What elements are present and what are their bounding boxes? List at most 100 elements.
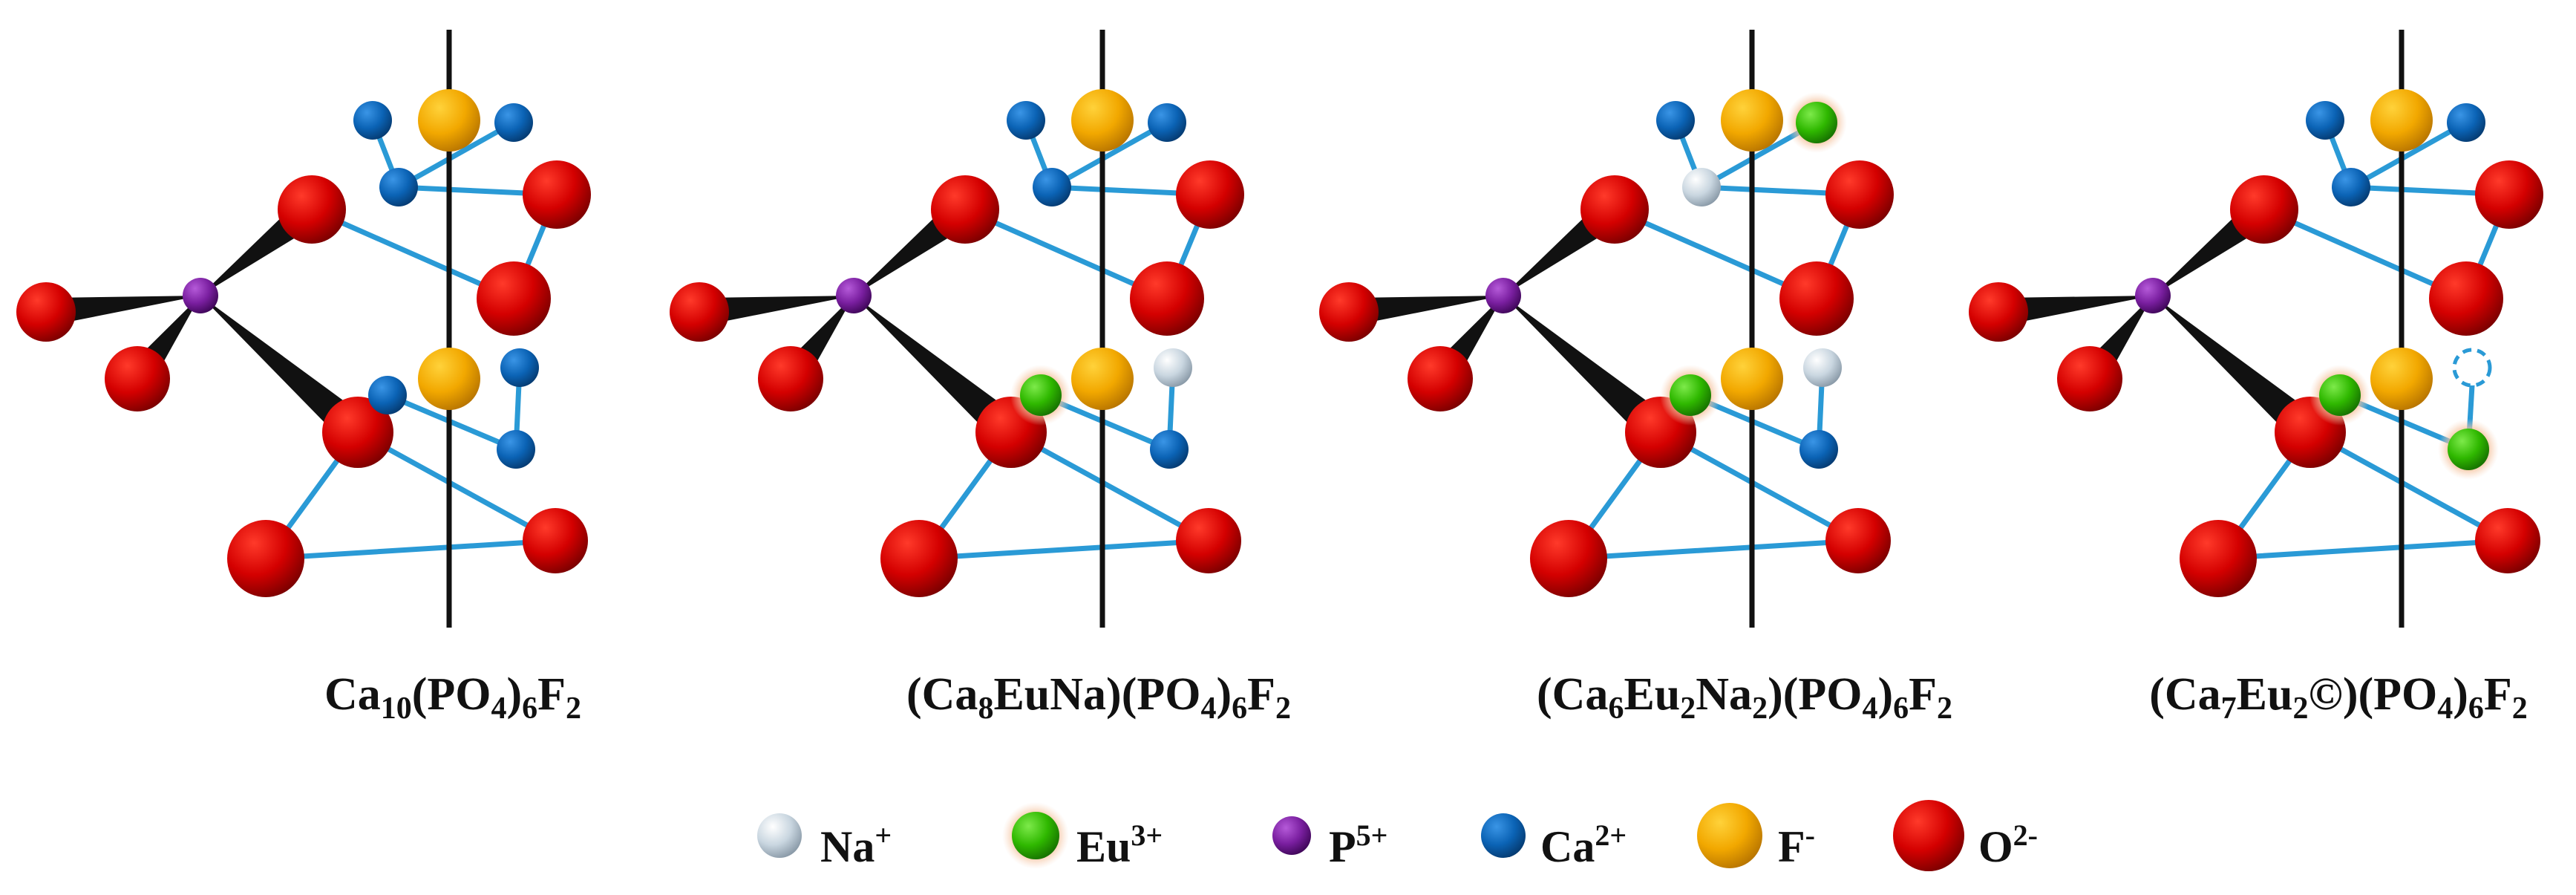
oxygen-ion bbox=[758, 346, 823, 411]
bond bbox=[263, 538, 558, 562]
bond bbox=[2348, 120, 2469, 190]
oxygen-ion bbox=[670, 282, 729, 342]
formula-panel-4: (Ca7Eu2©)(PO4)6F2 bbox=[2149, 669, 2528, 726]
bond bbox=[355, 429, 558, 544]
p-o-wedge bbox=[854, 296, 1023, 446]
phosphorus-ion bbox=[836, 278, 872, 313]
legend-na-ball bbox=[757, 813, 802, 858]
bond bbox=[916, 538, 1212, 562]
fluoride-ion bbox=[1071, 89, 1134, 152]
europium-ion bbox=[2448, 429, 2489, 470]
fluoride-ion bbox=[2370, 348, 2433, 410]
oxygen-ion bbox=[523, 508, 588, 573]
fluoride-ion bbox=[2370, 89, 2433, 152]
calcium-ion bbox=[1148, 103, 1186, 142]
bond bbox=[1658, 429, 1861, 544]
oxygen-ion bbox=[278, 175, 346, 244]
oxygen-ion bbox=[1408, 346, 1473, 411]
calcium-ion bbox=[1799, 430, 1838, 469]
legend-p-ball bbox=[1272, 816, 1311, 855]
legend-label-ca: Ca2+ bbox=[1540, 818, 1627, 871]
p-o-wedge bbox=[200, 296, 370, 446]
calcium-ion bbox=[494, 103, 533, 142]
p-o-wedge bbox=[2153, 296, 2322, 446]
sodium-ion bbox=[1682, 168, 1721, 206]
structure-panel-1 bbox=[16, 30, 591, 628]
bond bbox=[1049, 120, 1170, 190]
europium-ion bbox=[1670, 374, 1711, 416]
bond bbox=[1566, 538, 1861, 562]
oxygen-ion bbox=[105, 346, 170, 411]
oxygen-ion bbox=[2475, 160, 2543, 229]
phosphorus-ion bbox=[2135, 278, 2171, 313]
fluoride-ion bbox=[1071, 348, 1134, 410]
formula-panel-1: Ca10(PO4)6F2 bbox=[324, 669, 582, 726]
oxygen-ion bbox=[1176, 508, 1241, 573]
oxygen-ion bbox=[1130, 261, 1204, 336]
oxygen-ion bbox=[2429, 261, 2503, 336]
legend-label-f: F- bbox=[1778, 818, 1815, 871]
oxygen-ion bbox=[1319, 282, 1379, 342]
oxygen-ion bbox=[2180, 520, 2257, 597]
oxygen-ion bbox=[2475, 508, 2540, 573]
structure-panel-4 bbox=[1969, 30, 2543, 628]
oxygen-ion bbox=[1530, 520, 1607, 597]
sodium-ion bbox=[1803, 348, 1842, 387]
calcium-ion bbox=[2332, 168, 2370, 206]
oxygen-ion bbox=[322, 397, 393, 468]
calcium-ion bbox=[1007, 101, 1045, 140]
europium-ion bbox=[2319, 374, 2361, 416]
sodium-ion bbox=[1154, 348, 1192, 387]
p-o-wedge bbox=[698, 296, 854, 326]
p-o-wedge bbox=[1347, 296, 1503, 326]
p-o-wedge bbox=[1503, 296, 1673, 446]
oxygen-ion bbox=[931, 175, 999, 244]
fluoride-ion bbox=[1721, 89, 1783, 152]
oxygen-ion bbox=[523, 160, 591, 229]
structure-panel-2 bbox=[670, 30, 1244, 628]
legend-label-p: P5+ bbox=[1329, 818, 1388, 871]
calcium-ion bbox=[1033, 168, 1071, 206]
oxygen-ion bbox=[16, 282, 76, 342]
oxygen-ion bbox=[1176, 160, 1244, 229]
structure-panel-3 bbox=[1319, 30, 1894, 628]
oxygen-ion bbox=[477, 261, 551, 336]
legend-o-ball bbox=[1893, 800, 1964, 871]
phosphorus-ion bbox=[1485, 278, 1521, 313]
oxygen-ion bbox=[880, 520, 958, 597]
legend-eu-ball bbox=[1012, 812, 1059, 859]
legend-f-ball bbox=[1697, 803, 1762, 868]
calcium-ion bbox=[379, 168, 418, 206]
calcium-ion bbox=[353, 101, 392, 140]
calcium-ion bbox=[2447, 103, 2485, 142]
oxygen-ion bbox=[1825, 160, 1894, 229]
phosphorus-ion bbox=[183, 278, 218, 313]
calcium-ion bbox=[1150, 430, 1189, 469]
fluoride-ion bbox=[418, 89, 480, 152]
oxygen-ion bbox=[1969, 282, 2028, 342]
bond bbox=[2215, 538, 2511, 562]
oxygen-ion bbox=[227, 520, 304, 597]
oxygen-ion bbox=[2057, 346, 2122, 411]
calcium-ion bbox=[500, 348, 539, 387]
bond bbox=[2307, 429, 2511, 544]
vacancy-site bbox=[2452, 348, 2492, 388]
p-o-wedge bbox=[1997, 296, 2153, 326]
formula-panel-3: (Ca6Eu2Na2)(PO4)6F2 bbox=[1537, 669, 1952, 726]
legend-label-na: Na+ bbox=[820, 818, 892, 871]
calcium-ion bbox=[368, 376, 407, 414]
legend-ca-ball bbox=[1481, 813, 1526, 858]
legend-label-o: O2- bbox=[1978, 818, 2038, 871]
oxygen-ion bbox=[1825, 508, 1891, 573]
oxygen-ion bbox=[2230, 175, 2298, 244]
fluoride-ion bbox=[418, 348, 480, 410]
europium-ion bbox=[1020, 374, 1062, 416]
oxygen-ion bbox=[1580, 175, 1649, 244]
fluoride-ion bbox=[1721, 348, 1783, 410]
oxygen-ion bbox=[1779, 261, 1854, 336]
bond bbox=[396, 120, 517, 190]
calcium-ion bbox=[497, 430, 535, 469]
legend-label-eu: Eu3+ bbox=[1076, 818, 1163, 871]
